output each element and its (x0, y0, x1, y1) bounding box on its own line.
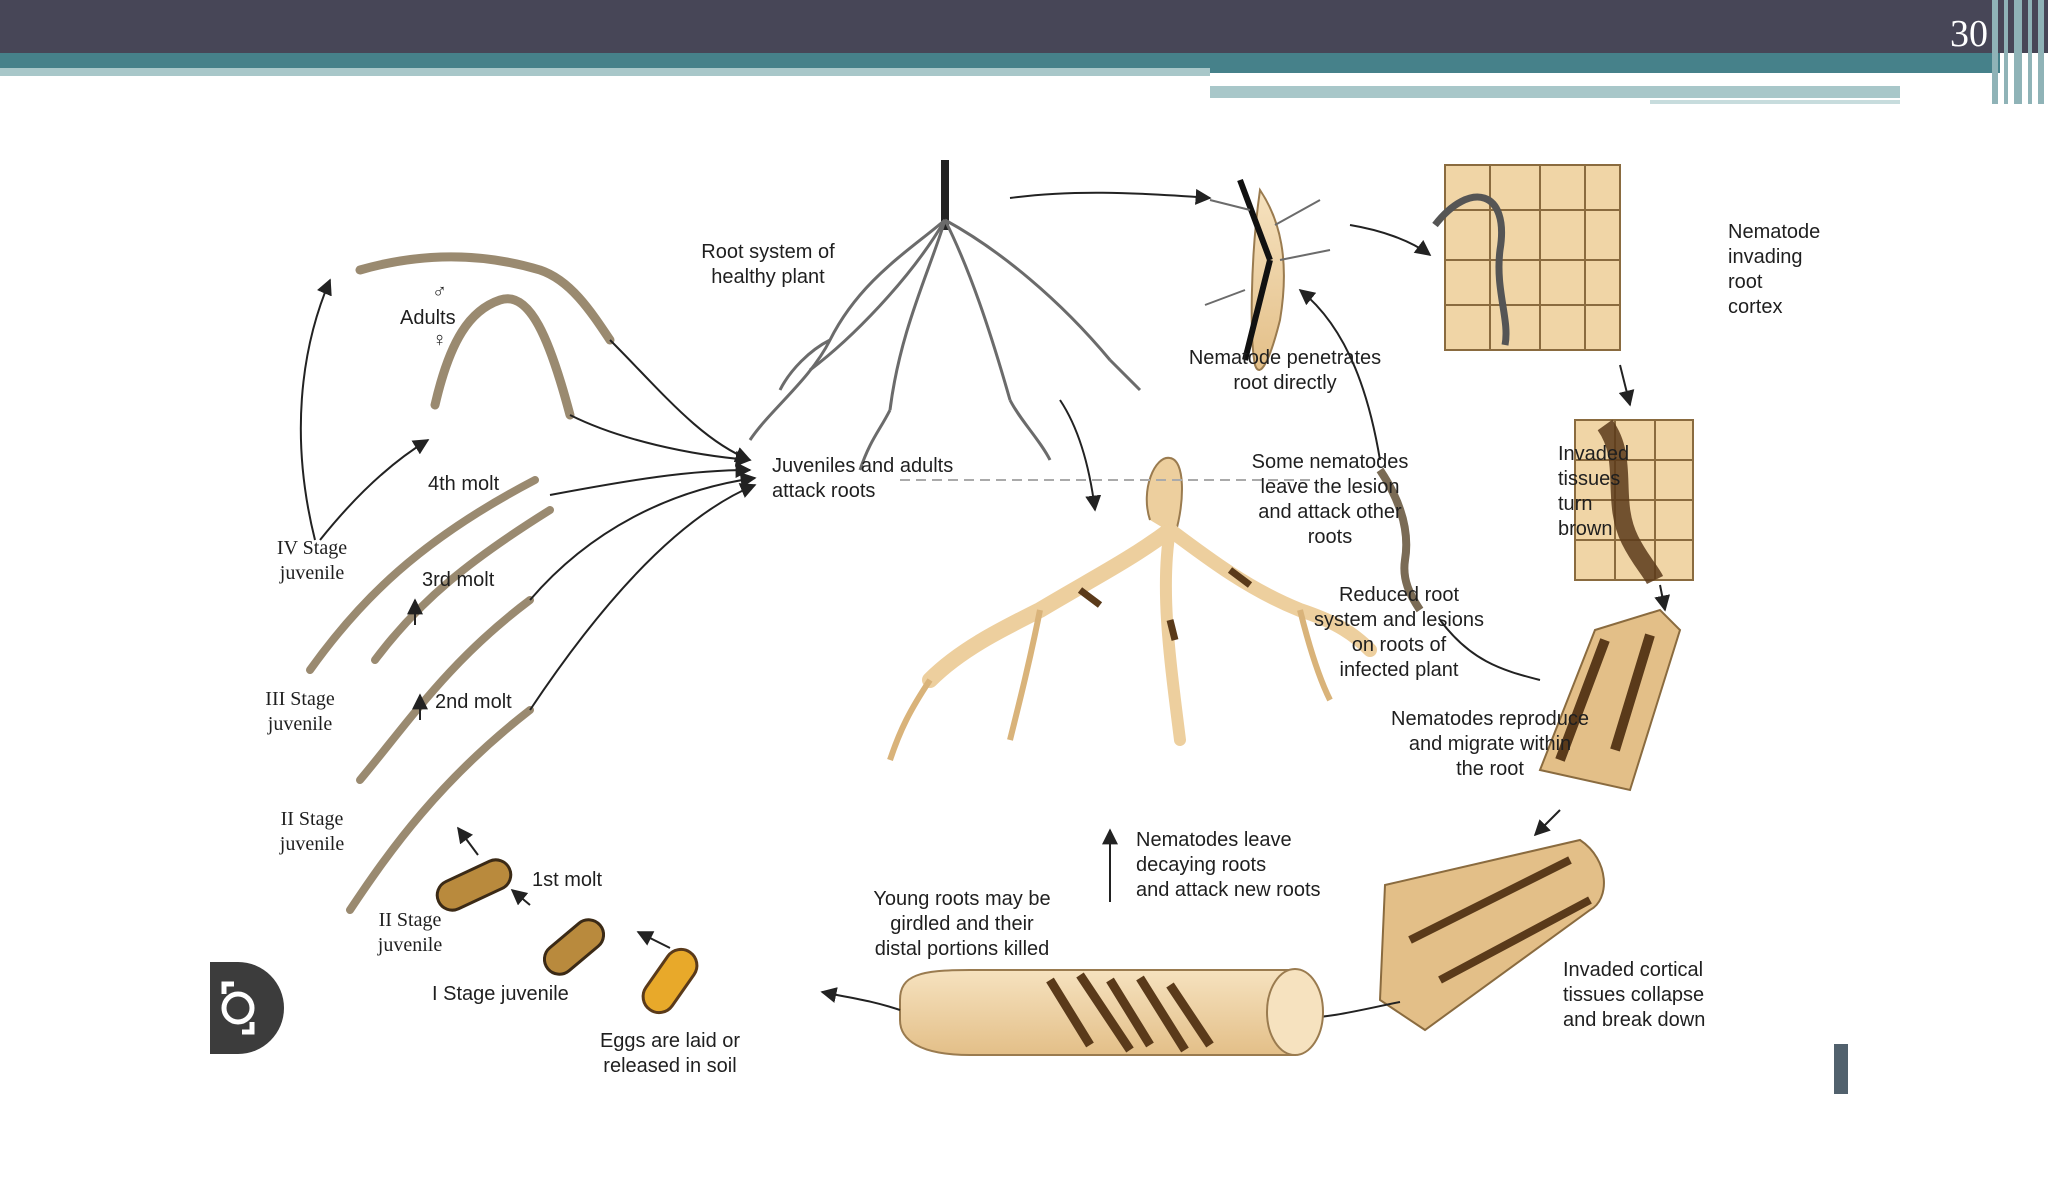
label-female-symbol: ♀ (432, 329, 447, 351)
arrow-to-collapse (1533, 809, 1561, 837)
label-reproduce: Nematodes reproduce and migrate within t… (1391, 708, 1589, 780)
collapsed-root-section (1378, 838, 1605, 1032)
infected-root-system (887, 456, 1377, 761)
header-vertical-bars (1988, 0, 2048, 104)
label-molt2: 2nd molt (435, 691, 512, 713)
nematode-life-cycle-diagram: Root system of healthy plant Nematode pe… (210, 140, 1850, 1100)
healthy-root-system (748, 160, 1142, 471)
arrow-to-invading (1349, 224, 1432, 256)
label-stage2b: II Stage juvenile (279, 808, 345, 855)
side-marker (1834, 1044, 1848, 1094)
girdled-root (899, 968, 1324, 1056)
label-healthy-root: Root system of healthy plant (701, 241, 835, 288)
arrow-back-penetrate (1298, 288, 1381, 461)
label-some-leave: Some nematodes leave the lesion and atta… (1251, 451, 1409, 548)
egg (641, 947, 699, 1015)
slide-header-bar (0, 0, 2048, 53)
header-thin-band (1650, 100, 1900, 104)
label-stage2a: II Stage juvenile (377, 909, 443, 956)
label-young-roots: Young roots may be girdled and their dis… (873, 888, 1051, 960)
header-light-band (0, 68, 1210, 76)
label-penetrates: Nematode penetrates root directly (1188, 347, 1382, 394)
arrow-to-reproduce (1654, 584, 1671, 612)
label-invading-cortex: Nematode invading root cortex (1728, 221, 1821, 318)
label-stage1: I Stage juvenile (432, 983, 569, 1005)
label-molt4: 4th molt (428, 473, 500, 495)
label-collapse: Invaded cortical tissues collapse and br… (1563, 959, 1706, 1031)
arrow-to-brown (1618, 364, 1635, 407)
root-tip-penetration (1204, 178, 1331, 371)
label-male-symbol: ♂ (432, 281, 447, 303)
arrow-to-infected (1059, 399, 1102, 512)
arrow-to-penetration (1009, 188, 1212, 205)
root-section-reproduce (1538, 608, 1682, 792)
label-adults: Adults (400, 307, 456, 329)
reproduce-connector (1439, 619, 1541, 681)
label-stage3: III Stage juvenile (265, 688, 335, 735)
header-light-band-right (1210, 86, 1900, 98)
label-molt3: 3rd molt (422, 569, 495, 591)
stage2-juvenile-egg (435, 858, 513, 912)
page-number: 30 (1950, 13, 1988, 55)
label-molt1: 1st molt (532, 869, 603, 891)
label-invaded-brown: Invaded tissues turn brown (1558, 443, 1630, 540)
label-leave-decaying: Nematodes leave decaying roots and attac… (1136, 829, 1321, 901)
label-eggs: Eggs are laid or released in soil (599, 1030, 741, 1077)
stage1-juvenile-egg (542, 918, 606, 976)
invaded-brown-tissue (1574, 419, 1694, 585)
wandering-nematode (1376, 467, 1424, 613)
arrow-to-eggs (820, 987, 901, 1011)
juvenile-worms (306, 252, 615, 914)
label-attack-roots: Juveniles and adults attack roots (772, 455, 954, 502)
root-cortex-cells (1432, 164, 1621, 351)
label-stage4: IV Stage juvenile (276, 537, 348, 584)
lens-icon[interactable] (210, 962, 284, 1054)
label-reduced-root: Reduced root system and lesions on roots… (1313, 584, 1485, 681)
